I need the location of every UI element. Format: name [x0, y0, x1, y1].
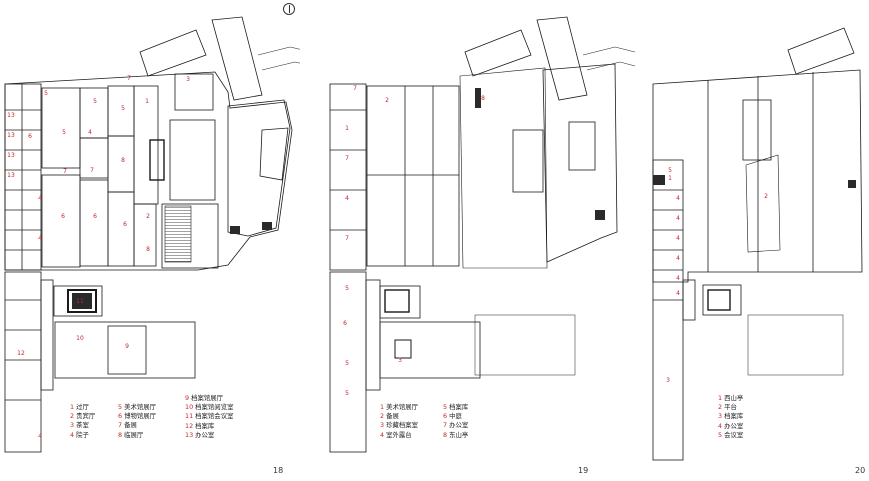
room-label: 7: [127, 75, 131, 82]
room-label: 4: [676, 255, 680, 262]
room-label: 4: [676, 275, 680, 282]
room-label: 6: [343, 320, 347, 327]
room-label: 8: [146, 246, 150, 253]
page-number-18: 18: [273, 466, 284, 475]
north-arrow-icon: [283, 3, 295, 15]
room-label: 4: [676, 195, 680, 202]
room-label: 8: [121, 157, 125, 164]
floor-plan-19: 1 2 3 4 5 6 7 8 5 5 7 7: [329, 16, 635, 453]
west-office-strip: [4, 83, 42, 271]
room-label: 5: [345, 390, 349, 397]
room-label: 1: [145, 98, 149, 105]
room-label: 13: [7, 132, 15, 139]
room-label: 13: [7, 112, 15, 119]
room-label: 7: [63, 168, 67, 175]
room-label: 4: [38, 195, 42, 202]
room-label: 6: [28, 133, 32, 140]
room-label: 4: [38, 433, 42, 440]
room-label: 5: [345, 285, 349, 292]
page-number-19: 19: [578, 466, 589, 475]
room-label: 7: [345, 155, 349, 162]
room-label: 9: [125, 343, 129, 350]
north-pavilion: [139, 29, 207, 77]
room-label: 10: [76, 335, 84, 342]
room-label: 2: [146, 213, 150, 220]
room-label: 7: [90, 167, 94, 174]
floor-plan-20: 1 2 3 4 4 4 4 4 4 5: [652, 27, 863, 461]
room-label: 3: [186, 76, 190, 83]
room-label: 13: [7, 172, 15, 179]
room-label: 5: [345, 360, 349, 367]
room-label: 2: [764, 193, 768, 200]
room-label: 1: [668, 175, 672, 182]
room-label: 4: [676, 215, 680, 222]
room-label: 12: [17, 350, 25, 357]
north-pavilion-long: [211, 16, 263, 101]
room-label: 5: [93, 98, 97, 105]
room-label: 4: [88, 129, 92, 136]
room-label: 8: [481, 95, 485, 102]
room-label: 7: [353, 85, 357, 92]
room-label: 2: [385, 97, 389, 104]
room-label: 5: [62, 129, 66, 136]
floor-plan-18: 1 2 3 4 5 5 5 5 6 6 6 6 7 7 7 8 8 9 10 1…: [4, 16, 300, 453]
room-label: 3: [666, 377, 670, 384]
room-label: 11: [76, 298, 84, 305]
room-label: 5: [44, 90, 48, 97]
room-label: 5: [668, 167, 672, 174]
room-label: 4: [676, 235, 680, 242]
room-label: 6: [123, 221, 127, 228]
main-building-outline: [4, 71, 293, 271]
room-label: 4: [345, 195, 349, 202]
room-label: 4: [38, 235, 42, 242]
room-label: 13: [7, 152, 15, 159]
room-label: 5: [121, 105, 125, 112]
room-label: 7: [345, 235, 349, 242]
page-number-20: 20: [855, 466, 866, 475]
room-label: 6: [61, 213, 65, 220]
room-label: 6: [93, 213, 97, 220]
room-label: 3: [398, 357, 402, 364]
room-label: 1: [345, 125, 349, 132]
room-label: 4: [676, 290, 680, 297]
